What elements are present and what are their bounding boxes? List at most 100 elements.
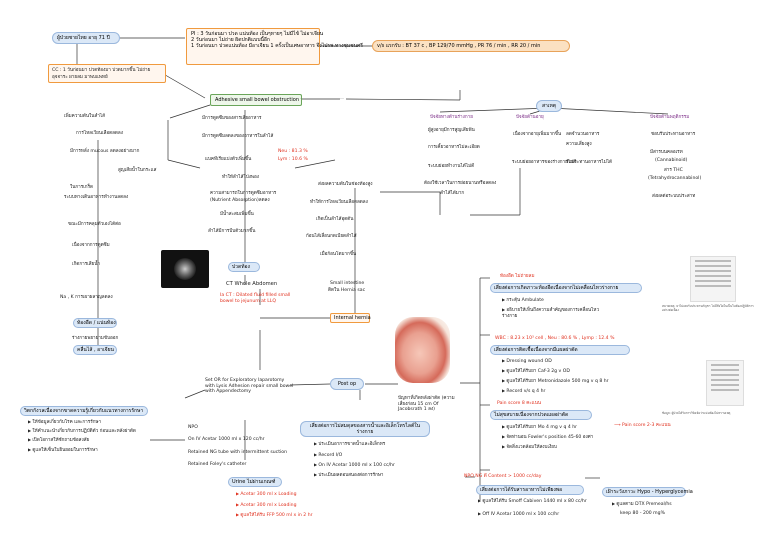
cause-behavior-4: สาร THC xyxy=(664,168,683,173)
right-4-item-1: ดูแลให้ได้รับ Smoff Cabiven 1440 ml x 80… xyxy=(478,498,586,505)
urine-item-1: Acetar 300 ml x Loading xyxy=(236,491,296,498)
left-chain-8: เนื่องจากการดูดซึม xyxy=(72,243,110,248)
left-chain-13: คลื่นไส้ , อาเจียน xyxy=(73,345,117,355)
npo-line: NPO NG ดี Content > 1000 cc/day xyxy=(464,474,542,479)
right-5-item-1: ดูแลตาม DTX Premeal/hs xyxy=(612,501,671,508)
right-4-title: เสี่ยงต่อการได้รับสารอาหารไม่เพียงพอ xyxy=(476,485,584,495)
cause-body-4: ต้องใช้เวลาในการย่อยนานหรือลดลง xyxy=(424,181,497,186)
mid-chain-3: แบคทีเรียแบ่งตัวเพิ่มขึ้น xyxy=(205,157,252,162)
cause-extra-3: รับประทานอาหารไม่ได้ xyxy=(566,160,613,165)
left-chain-3: มีการหลั่ง mucous ลดลงอย่างมาก xyxy=(70,149,140,154)
nursing-1-title-label: วิตกกังวลเนื่องจากขาดความรู้เกี่ยวกับแนว… xyxy=(24,408,144,414)
cause-age-title: ปัจจัยด้านอายุ xyxy=(516,115,544,120)
document-thumbnail-2 xyxy=(706,360,744,406)
nursing-2-item-4: ประเมินผลตอบสนองต่อการรักษา xyxy=(314,472,383,479)
cause-title: สาเหตุ xyxy=(536,100,562,112)
post-op-note: ปัญหาที่เกิดหลังผ่าตัด (ความเสี่ยงก่อน 1… xyxy=(398,396,455,413)
mid-chain-6: (Nutrient Absorption)ลดลง xyxy=(210,198,270,203)
nursing-2-title: เสี่ยงต่อการไม่สมดุลของสารน้ำและอิเล็กโท… xyxy=(300,421,430,437)
hernia-chain-5: เมื่อก้อนโตมากขึ้น xyxy=(320,252,357,257)
right-3-title-label: ไม่สุขสบายเนื่องจากปวดแผลผ่าตัด xyxy=(494,412,569,418)
right-4-title-label: เสี่ยงต่อการได้รับสารอาหารไม่เพียงพอ xyxy=(480,487,563,493)
cause-body-2: การเคี้ยวอาหารไม่ละเอียด xyxy=(428,145,480,150)
right-5-title-label: เฝ้าระวังภาวะ Hypo - Hyperglycemia xyxy=(606,489,693,495)
left-chain-1: เพิ่มความดันในลำไส้ xyxy=(64,114,105,119)
ct-result: Ia CT : Dilated fluid filled small bowel… xyxy=(220,293,291,304)
right-5-title: เฝ้าระวังภาวะ Hypo - Hyperglycemia xyxy=(602,487,693,497)
right-2-item-2: ดูแลให้ได้รับยา Caf-3 2g v OD xyxy=(502,368,570,375)
internal-hernia-box: Internal hernia xyxy=(330,313,371,323)
cause-behavior-3: (Cannabinoid) xyxy=(655,158,688,163)
cause-age-1: เนื่องจากอายุเพิ่มมากขึ้น xyxy=(513,132,562,137)
hernia-chain-2: ทำให้การไหลเวียนเลือดลดลง xyxy=(310,200,368,205)
cc-text: CC : 1 วันก่อนมา ปวดท้องมา ปวดมากขึ้น ไม… xyxy=(52,68,151,80)
cause-body-3: ระบบย่อยทำงานได้ไม่ดี xyxy=(428,164,475,169)
pi-box: PI : 3 วันก่อนมา ปวด แน่นท้อง เป็นๆหายๆ … xyxy=(186,28,363,65)
cause-extra-2: ความเสี่ยงสูง xyxy=(566,142,592,147)
hernia-chain-3: เกิดเป็นลำไส้อุดตัน xyxy=(316,217,354,222)
urine-title-label: Urine ไม่ผ่านเกณฑ์ xyxy=(232,479,276,485)
internal-hernia-label: Internal hernia xyxy=(334,315,371,321)
hernia-illustration xyxy=(395,317,450,383)
document-caption-1: หมายเหตุ: ยาไม่เคยรับประทานกัญชา ไม่มีสิ… xyxy=(662,304,754,312)
order-3: Retained NG tube with intermittent sucti… xyxy=(188,450,288,455)
right-5-item-2: keep 80 - 200 mg% xyxy=(620,511,665,516)
post-op-label: Post op xyxy=(337,381,357,387)
nursing-1-item-3: เปิดโอกาสให้ซักถามข้อสงสัย xyxy=(28,437,89,444)
right-4-item-2: Off IV Acetar 1000 ml x 100 cc/hr xyxy=(478,511,559,518)
left-chain-5: ระบบทางเดินอาหารทำงานลดลง xyxy=(64,195,129,200)
right-3-item-1: ดูแลให้ได้รับยา Mo 4 mg v q 4 hr xyxy=(502,424,577,431)
nursing-1-item-2: ให้คำแนะนำเกี่ยวกับการปฏิบัติตัว ก่อนและ… xyxy=(28,428,136,435)
mid-chain-4: ทำให้ลำไส้โป่งพอง xyxy=(222,175,260,180)
mid-chain-7: มีน้ำสะสมเพิ่มขึ้น xyxy=(220,212,254,217)
right-2-lab: WBC : 8.23 x 10³ cell , Neu : 80.6 % , L… xyxy=(495,336,615,341)
nursing-1-title: วิตกกังวลเนื่องจากขาดความรู้เกี่ยวกับแนว… xyxy=(20,406,148,416)
pi-line-3: 1 วันก่อนมา ปวดแน่นท้อง มีอาเจียน 1 ครั้… xyxy=(191,43,363,49)
left-chain-7: ขณะมีการคลุมตัวเองได้ต่อ xyxy=(68,222,121,227)
cc-box: CC : 1 วันก่อนมา ปวดท้องมา ปวดมากขึ้น ไม… xyxy=(48,64,166,84)
cause-behavior-1: ชอบรับประทานอาหาร xyxy=(651,132,696,137)
diagnosis-label: Adhesive small bowel obstruction xyxy=(215,97,300,103)
order-4: Retained Foley's catheter xyxy=(188,462,247,467)
left-chain-9: เกิดการเสียน้ำ xyxy=(72,262,100,267)
mid-chain-1: มีการดูดซึมของสารเสียอาหาร xyxy=(202,116,262,121)
right-1-title: เสี่ยงต่อการเกิดภาวะท้องอืดเนื่องจากไม่เ… xyxy=(490,283,642,293)
nursing-1-item-4: ดูแลให้เซ็นใบยินยอมในการรักษา xyxy=(28,447,97,454)
cause-behavior-title: ปัจจัยด้านพฤติกรรม xyxy=(650,115,690,120)
hernia-chain-7: ติดใน Hernia sac xyxy=(328,288,366,293)
right-3-result: ⟶ Pain score 2-3 คะแนน xyxy=(614,423,671,428)
urine-item-2: Acetar 300 ml x Loading xyxy=(236,502,296,509)
pi-line-2: 2 วันก่อนมา ไม่ถ่าย ผิดปกติแบบนี้อีก xyxy=(191,37,270,43)
cause-title-label: สาเหตุ xyxy=(541,103,557,109)
right-1-head: ท้องอืด ไม่ถ่ายลม xyxy=(500,274,535,279)
right-3-item-2: จัดท่านอน Fowler's position 45-60 องศา xyxy=(502,434,593,441)
nursing-1-item-1: ให้ข้อมูลเกี่ยวกับโรค และการรักษา xyxy=(28,419,101,426)
left-chain-6: สูญเสียน้ำในกระแส xyxy=(118,168,157,173)
hernia-chain-4: ก้อนไส้เลื่อนกดเบียดลำไส้ xyxy=(306,234,357,239)
patient-box: ผู้ป่วยชายไทย อายุ 71 ปี xyxy=(52,32,120,44)
right-2-title: เสี่ยงต่อการติดเชื้อเนื่องจากมีแผลผ่าตัด xyxy=(490,345,630,355)
pi-line-1: PI : 3 วันก่อนมา ปวด แน่นท้อง เป็นๆหายๆ … xyxy=(191,31,324,37)
order-1: NPO xyxy=(188,425,198,430)
diagnosis-box: Adhesive small bowel obstruction xyxy=(210,94,302,106)
right-3-result-label: Pain score 2-3 คะแนน xyxy=(622,423,671,428)
vital-signs-box: v/s แรกรับ : BT 37 c , BP 129/70 mmHg , … xyxy=(372,40,570,52)
right-1-item-1: กระตุ้น Ambulate xyxy=(502,297,543,304)
cause-behavior-6: ส่งผลต่อระบบประสาท xyxy=(652,194,696,199)
cause-body-1: ผู้สูงอายุมีการสูญเสียฟัน xyxy=(428,128,475,133)
diagnosis-note: ........................................… xyxy=(300,96,345,100)
left-chain-13-label: คลื่นไส้ , อาเจียน xyxy=(77,347,114,353)
mid-chain-8: ลำไส้มีการบีบตัวมากขึ้น xyxy=(208,229,256,234)
nursing-2-item-2: Record I/O xyxy=(314,452,342,459)
hernia-chain-6: Small intestine xyxy=(330,281,365,286)
nursing-2-item-3: On IV Acetar 1000 ml x 100 cc/hr xyxy=(314,462,395,469)
vital-signs-text: v/s แรกรับ : BT 37 c , BP 129/70 mmHg , … xyxy=(377,43,541,49)
right-2-title-label: เสี่ยงต่อการติดเชื้อเนื่องจากมีแผลผ่าตัด xyxy=(494,347,578,353)
right-3-title: ไม่สุขสบายเนื่องจากปวดแผลผ่าตัด xyxy=(490,410,592,420)
left-chain-10: Na , K การเผาผลาญลดลง xyxy=(60,295,113,300)
ct-scan-image xyxy=(161,250,209,288)
nursing-2-title-label: เสี่ยงต่อการไม่สมดุลของสารน้ำและอิเล็กโท… xyxy=(309,423,421,435)
left-chain-11: ท้องอืด / แน่นท้อง xyxy=(73,318,117,328)
